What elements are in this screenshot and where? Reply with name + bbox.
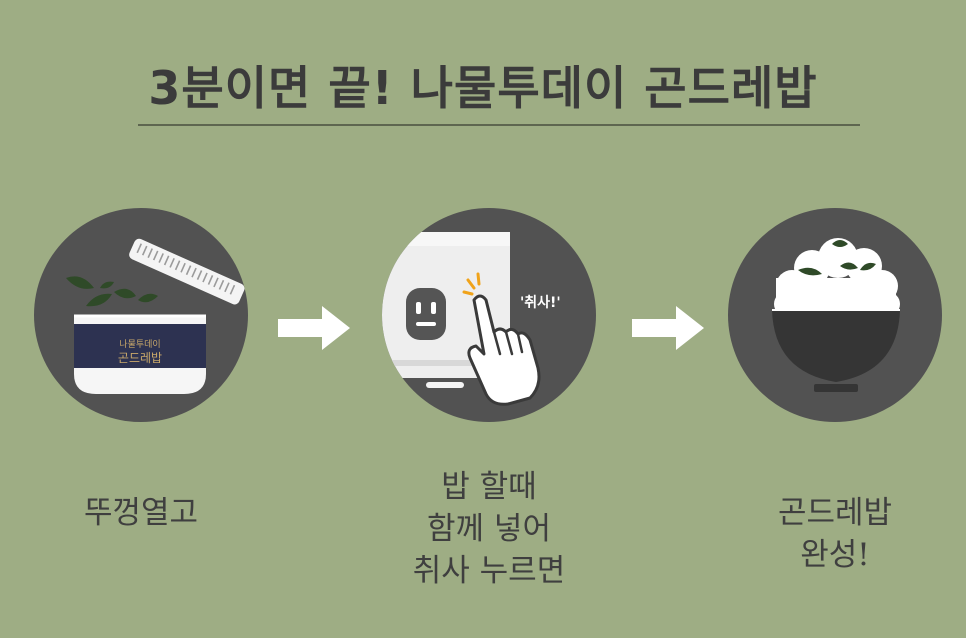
step-1-caption: 뚜껑열고 — [34, 492, 248, 534]
title-divider — [138, 124, 860, 126]
step-2-illustration: '취사!' — [382, 208, 596, 422]
arrow-right-icon — [278, 306, 350, 350]
cooker-button-icon — [406, 288, 446, 340]
page-title: 3분이면 끝! 나물투데이 곤드레밥 — [148, 61, 818, 115]
step-3-caption: 곤드레밥 완성! — [728, 492, 942, 576]
rice-mound-icon — [774, 238, 900, 316]
lid-icon — [129, 238, 245, 305]
step-1-illustration: 나물투데이 곤드레밥 — [34, 208, 248, 422]
product-brand-label: 나물투데이 — [119, 340, 161, 350]
step-2-caption: 밥 할때 함께 넣어 취사 누르면 — [382, 466, 596, 592]
caption-line: 완성! — [800, 537, 870, 573]
caption-line: 취사 누르면 — [412, 553, 566, 589]
caption-line: 곤드레밥 — [777, 495, 893, 531]
caption-line: 뚜껑열고 — [83, 495, 199, 531]
step-3-illustration — [728, 208, 942, 422]
container-icon — [74, 314, 206, 394]
bowl-icon — [772, 309, 900, 392]
herb-leaves-icon — [66, 276, 158, 307]
speech-text: '취사!' — [520, 295, 561, 311]
caption-line: 밥 할때 — [441, 469, 537, 505]
herb-leaves-icon — [798, 240, 876, 276]
caption-line: 함께 넣어 — [427, 511, 551, 547]
pointing-hand-icon — [467, 294, 541, 406]
arrow-right-icon — [632, 306, 704, 350]
spark-icon — [462, 272, 481, 296]
product-name-label: 곤드레밥 — [117, 351, 163, 365]
